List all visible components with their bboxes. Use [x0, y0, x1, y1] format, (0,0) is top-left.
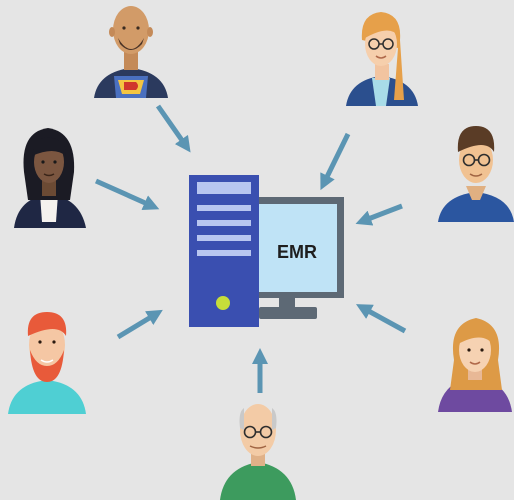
arrows	[94, 104, 407, 393]
red-bearded-man-avatar	[8, 312, 86, 414]
arrow-from-woman-dark-hair	[94, 178, 160, 211]
blonde-woman-with-glasses-avatar	[346, 12, 418, 106]
man-with-glasses-avatar	[438, 126, 514, 222]
arrow-from-man-glasses	[355, 203, 403, 226]
long-haired-woman-avatar	[438, 318, 512, 412]
monitor-base	[259, 307, 317, 319]
power-light	[216, 296, 230, 310]
monitor: EMR	[259, 197, 344, 319]
arrow-from-red-beard	[116, 309, 163, 340]
monitor-screen	[259, 204, 337, 292]
computer: EMR	[189, 175, 344, 327]
woman-with-dark-hair-avatar	[14, 128, 86, 228]
arrow-from-woman-purple	[355, 304, 407, 334]
arrow-from-superhero	[155, 104, 191, 153]
bald-man-with-hero-shirt-avatar	[94, 6, 168, 98]
older-man-with-glasses-avatar	[220, 404, 296, 500]
server-tower	[189, 175, 259, 327]
arrow-from-woman-glasses	[320, 132, 351, 191]
emr-label: EMR	[277, 242, 317, 262]
